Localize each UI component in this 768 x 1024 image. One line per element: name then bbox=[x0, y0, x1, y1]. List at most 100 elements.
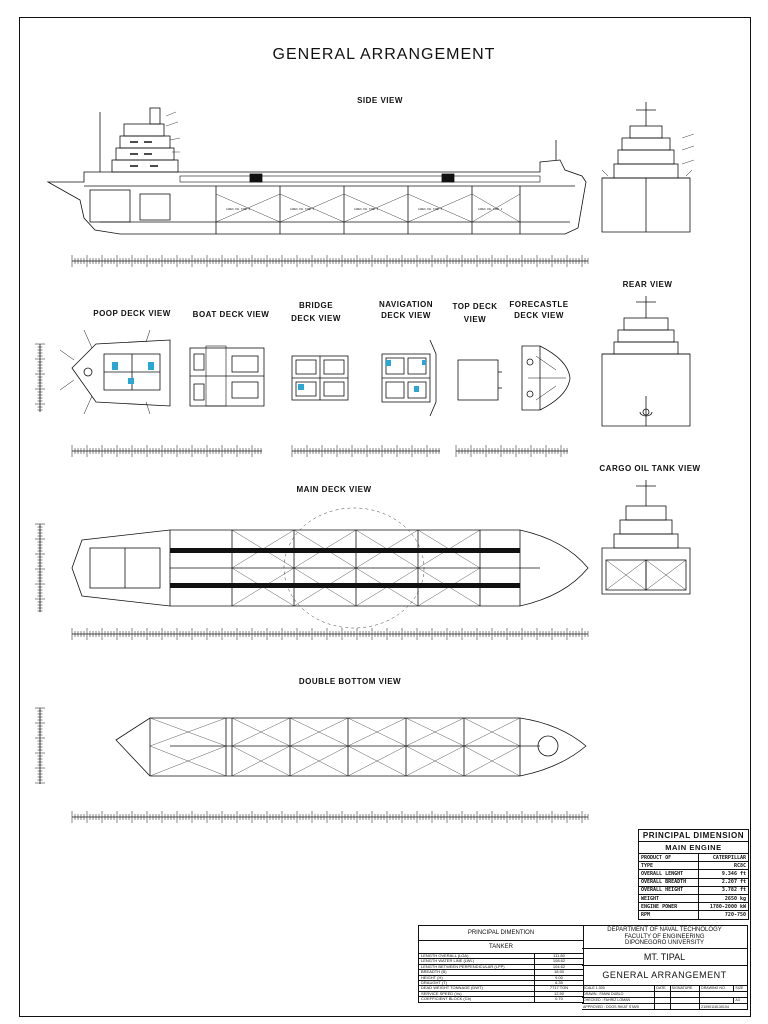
drawing-sheet-border bbox=[19, 17, 751, 1017]
approved-cell: APPROVED : DOOS RIKAT STARI bbox=[582, 1003, 656, 1010]
row-value: 9.00 bbox=[534, 975, 583, 982]
table-row: LENGTH WATER LINE (LWL)108.62 bbox=[419, 959, 583, 965]
rear-view-top-drawing bbox=[601, 102, 695, 233]
empty-cell bbox=[699, 991, 747, 998]
table-row: COEFFICIENT BLOCK (Cb) 0.70 bbox=[419, 997, 583, 1002]
row-label: OVERALL LENGHT bbox=[639, 869, 699, 879]
table-row: SCALE 1:300 DATE SIGNATURE DRAWING NO. S… bbox=[582, 985, 747, 992]
drawing-title: GENERAL ARRANGEMENT bbox=[272, 46, 496, 63]
row-value: RC8C bbox=[698, 861, 748, 871]
label-bridge-deck-view: BRIDGE DECK VIEW bbox=[282, 300, 350, 324]
table-row: LENGTH OVERALL (LOA)111.80 bbox=[419, 953, 583, 960]
row-label: LENGTH WATER LINE (LWL) bbox=[419, 959, 535, 965]
row-value: 2.207 ft bbox=[698, 878, 748, 887]
row-value: 6.35 bbox=[534, 980, 583, 987]
table-row: DEAD WEIGHT TONNAGE (DWT)7717 TON bbox=[419, 986, 583, 992]
rear-view-drawing bbox=[601, 296, 691, 427]
title-block: DEPARTMENT OF NAVAL TECHNOLOGY FACULTY O… bbox=[582, 925, 748, 1011]
row-value: 0.70 bbox=[534, 997, 583, 1002]
svg-text:CARGO OIL TANK 5: CARGO OIL TANK 5 bbox=[290, 207, 315, 211]
table-row: BREADTH (B)18.50 bbox=[419, 969, 583, 976]
empty-cell bbox=[654, 991, 671, 998]
label-forecastle-line-1: FORECASTLE bbox=[509, 300, 569, 309]
label-side-view: SIDE VIEW bbox=[357, 96, 403, 105]
size-value: A3 bbox=[733, 997, 747, 1005]
empty-cell bbox=[670, 997, 701, 1005]
empty-cell bbox=[670, 991, 701, 998]
table-row: APPROVED : DOOS RIKAT STARI 210901181301… bbox=[582, 1003, 747, 1010]
drawn-label: DRAWN bbox=[583, 992, 597, 997]
row-label: DRAUGHT (T) bbox=[419, 980, 535, 987]
row-label: RPM bbox=[641, 911, 651, 918]
label-top-deck-line-2: VIEW bbox=[463, 315, 487, 324]
scale-value: 1:300 bbox=[595, 986, 605, 991]
row-value: 104.62 bbox=[534, 964, 583, 971]
main-deck-view-drawing bbox=[71, 507, 589, 629]
label-navigation-line-2: DECK VIEW bbox=[381, 311, 431, 320]
signature-label: SIGNATURE bbox=[670, 985, 701, 992]
ship-name: MT. TIPAL bbox=[582, 949, 747, 966]
table-row: LENGTH BETWEEN PERPENDICULAR (LPP)104.62 bbox=[419, 964, 583, 971]
svg-text:CARGO OIL TANK 1: CARGO OIL TANK 1 bbox=[478, 207, 503, 211]
table-row: DRAUGHT (T)6.35 bbox=[419, 980, 583, 987]
label-navigation-deck-view: NAVIGATION DECK VIEW bbox=[372, 299, 440, 321]
bridge-deck-view-drawing bbox=[291, 355, 349, 401]
row-label: HEIGHT (H) bbox=[419, 975, 535, 982]
drawing-no-label: DRAWING NO. bbox=[699, 985, 735, 992]
label-forecastle-deck-view: FORECASTLE DECK VIEW bbox=[508, 299, 570, 321]
principal-dimension-title: PRINCIPAL DIMENSION bbox=[639, 830, 748, 842]
size-label: SIZE bbox=[733, 985, 747, 992]
row-label: WEIGHT bbox=[639, 894, 699, 904]
empty-cell bbox=[654, 997, 671, 1005]
frame-scales bbox=[35, 255, 589, 823]
label-top-deck-view: TOP DECK VIEW bbox=[446, 301, 504, 325]
drawing-no-value: 21090118130104 bbox=[701, 1004, 729, 1009]
row-value: CATERPILLAR bbox=[698, 854, 748, 863]
approved-value: DOOS RIKAT STARI bbox=[605, 1004, 640, 1009]
scale-cell: SCALE 1:300 bbox=[582, 985, 656, 992]
main-engine-subtitle: MAIN ENGINE bbox=[639, 842, 748, 854]
row-value: 7717 TON bbox=[534, 986, 583, 992]
row-label: COEFFICIENT BLOCK (Cb) bbox=[421, 996, 472, 1002]
row-label: DEAD WEIGHT TONNAGE (DWT) bbox=[419, 986, 535, 992]
boat-deck-view-drawing bbox=[189, 345, 265, 407]
row-label: TYPE bbox=[639, 861, 699, 871]
poop-deck-view-drawing bbox=[59, 329, 171, 415]
row-value: 111.80 bbox=[534, 953, 583, 960]
label-navigation-line-1: NAVIGATION bbox=[378, 300, 434, 309]
label-boat-deck-view: BOAT DECK VIEW bbox=[192, 310, 270, 319]
row-value: 2650 kg bbox=[698, 894, 748, 904]
row-value: 18.50 bbox=[534, 969, 583, 976]
drawn-value: FANNI DUBLO bbox=[599, 992, 624, 997]
row-value: 1780-2000 kW bbox=[698, 902, 748, 912]
faculty-name: FACULTY OF ENGINEERING bbox=[624, 933, 705, 940]
label-rear-view: REAR VIEW bbox=[622, 280, 673, 289]
row-value: 108.62 bbox=[534, 959, 583, 965]
forecastle-deck-view-drawing bbox=[521, 345, 571, 411]
empty-cell bbox=[654, 1003, 671, 1010]
scale-label: SCALE bbox=[583, 986, 595, 991]
row-label: OVERALL HEIGHT bbox=[639, 886, 699, 895]
label-cargo-oil-tank-view: CARGO OIL TANK VIEW bbox=[599, 464, 701, 473]
table-row: DRAWN : FANNI DUBLO bbox=[582, 991, 747, 998]
checked-cell: CHECKED : FAHRIZ LOMAN bbox=[582, 997, 656, 1005]
department-info: DEPARTMENT OF NAVAL TECHNOLOGY FACULTY O… bbox=[582, 926, 747, 949]
row-value: 3.782 ft bbox=[698, 886, 748, 895]
top-deck-view-drawing bbox=[457, 359, 502, 401]
svg-text:CARGO OIL TANK 4: CARGO OIL TANK 4 bbox=[354, 207, 379, 211]
label-main-deck-view: MAIN DECK VIEW bbox=[296, 485, 372, 494]
row-label: SERVICE SPEED (Vs) bbox=[419, 991, 535, 998]
empty-cell bbox=[699, 997, 735, 1005]
navigation-deck-view-drawing bbox=[381, 339, 437, 417]
highlighted-equipment bbox=[112, 360, 426, 392]
cargo-oil-tank-view-drawing bbox=[601, 480, 691, 595]
drawing-title-block: GENERAL ARRANGEMENT bbox=[582, 966, 747, 986]
row-label: LENGTH BETWEEN PERPENDICULAR (LPP) bbox=[419, 964, 535, 971]
table-row: CHECKED : FAHRIZ LOMAN A3 bbox=[582, 997, 747, 1005]
